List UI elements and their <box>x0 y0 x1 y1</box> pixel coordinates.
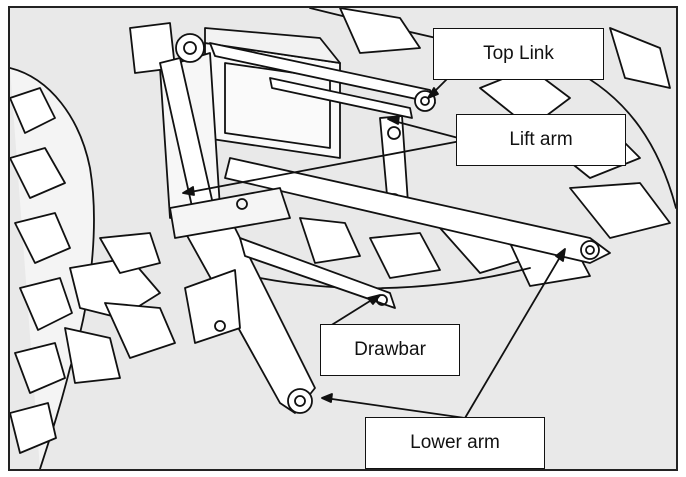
diagram-frame <box>8 6 678 471</box>
tractor-hitch-drawing <box>10 8 676 469</box>
lower-arms <box>169 157 611 414</box>
lift-arm-label: Lift arm <box>456 114 626 166</box>
drawbar <box>184 237 396 344</box>
drawbar-label: Drawbar <box>320 324 460 376</box>
top-link-label: Top Link <box>433 28 604 80</box>
leader-arrows <box>182 75 566 419</box>
lower-arm-label: Lower arm <box>365 417 545 469</box>
left-tire <box>10 67 176 469</box>
